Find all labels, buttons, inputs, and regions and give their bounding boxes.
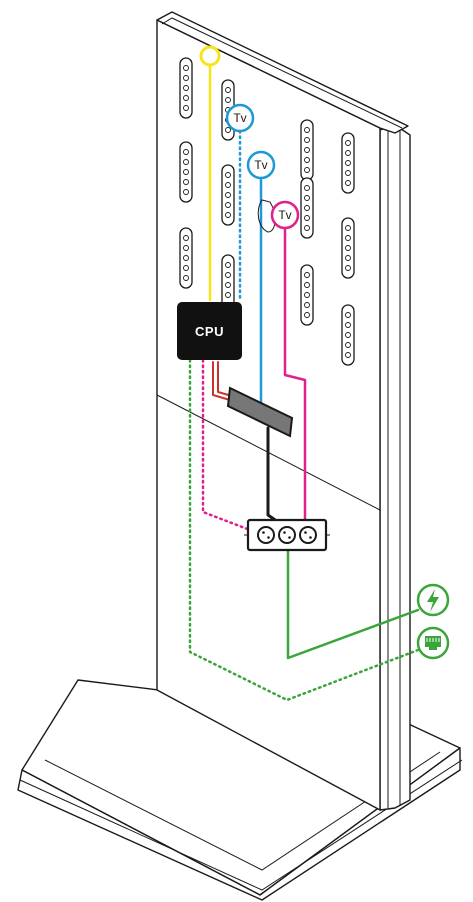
tv-label: Tv bbox=[254, 158, 267, 172]
outlet-socket bbox=[299, 526, 317, 544]
network-switch bbox=[226, 386, 294, 438]
cpu-label: CPU bbox=[195, 324, 224, 339]
mounting-slots bbox=[179, 57, 355, 366]
mounting-slot bbox=[300, 177, 314, 239]
kiosk-column bbox=[156, 11, 411, 811]
red-cable bbox=[217, 361, 233, 397]
power-strip-outlets-icon bbox=[244, 518, 330, 552]
mounting-slot bbox=[341, 304, 355, 366]
mounting-slot bbox=[300, 264, 314, 326]
mounting-slot bbox=[341, 217, 355, 279]
magenta-solid-cable bbox=[283, 226, 307, 524]
mounting-slot bbox=[341, 132, 355, 194]
yellow-connector-ring bbox=[199, 45, 221, 67]
green-solid-cable bbox=[286, 548, 420, 660]
ethernet-port-icon bbox=[416, 626, 450, 660]
tv-badge-3: Tv bbox=[270, 200, 300, 230]
cpu-box: CPU bbox=[177, 302, 242, 360]
mounting-slot bbox=[179, 227, 193, 289]
magenta-dotted-cable bbox=[201, 358, 252, 532]
mounting-slot bbox=[179, 57, 193, 119]
mounting-slot bbox=[179, 141, 193, 203]
green-dotted-cable bbox=[188, 358, 420, 702]
tv-badge-1: Tv bbox=[225, 103, 255, 133]
mounting-slot bbox=[221, 164, 235, 226]
tv-badge-2: Tv bbox=[246, 150, 276, 180]
tv-label: Tv bbox=[233, 111, 246, 125]
mounting-slot bbox=[300, 119, 314, 181]
power-lightning-icon bbox=[416, 583, 450, 617]
tv-label: Tv bbox=[278, 208, 291, 222]
red-cable bbox=[212, 361, 231, 401]
outlet-socket bbox=[257, 526, 275, 544]
outlet-socket bbox=[278, 526, 296, 544]
cables bbox=[188, 62, 420, 702]
